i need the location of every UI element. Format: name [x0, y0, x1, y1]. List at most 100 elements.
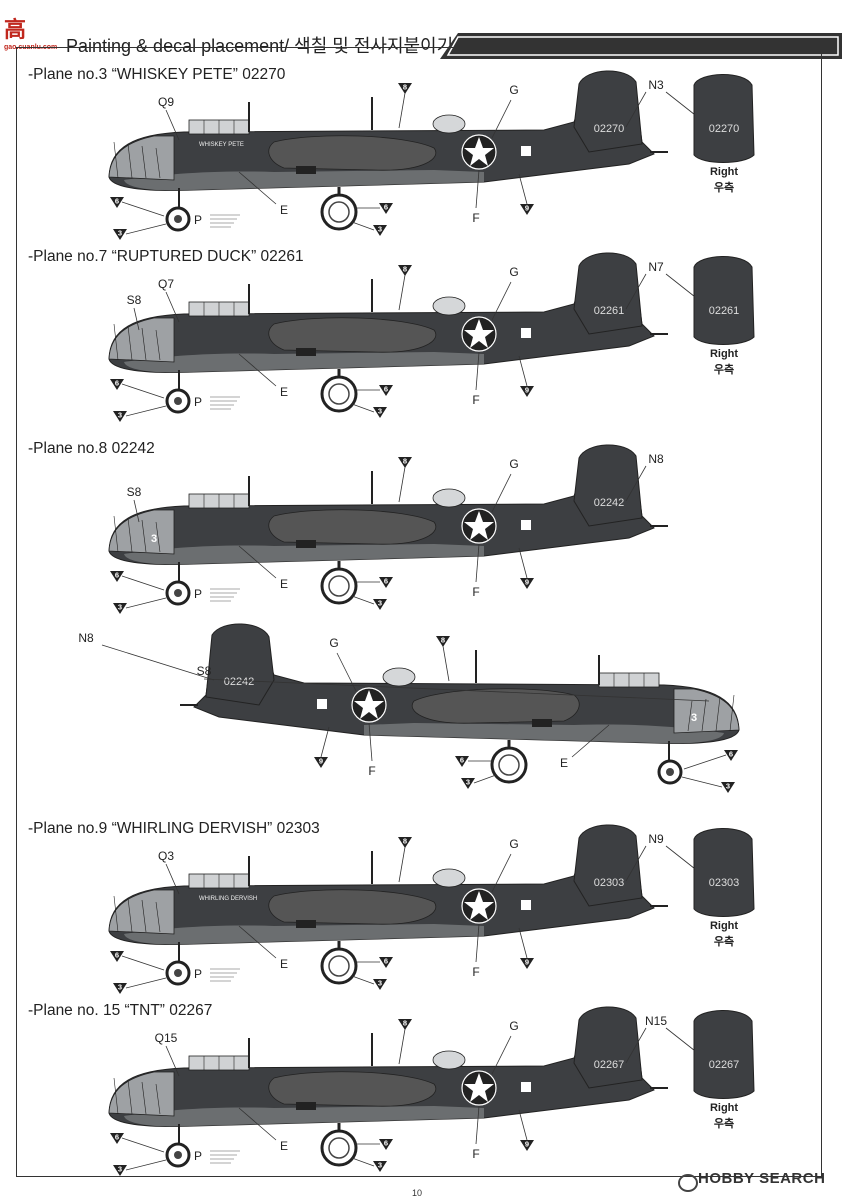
svg-text:8: 8 — [441, 636, 445, 645]
paint-3-marker-main: 3 — [373, 599, 387, 610]
paint-6-marker-nose: 6 — [110, 197, 124, 208]
callout-e: E — [280, 385, 288, 399]
svg-text:3: 3 — [118, 1165, 122, 1174]
svg-text:6: 6 — [384, 203, 388, 212]
paint-3-marker-main: 3 — [461, 778, 475, 789]
paint-6-marker-nose: 6 — [110, 1133, 124, 1144]
engine-nacelle — [268, 509, 437, 545]
decal-tail: N8 — [78, 631, 94, 645]
main-wheel — [320, 193, 358, 231]
right-en: Right — [709, 920, 739, 932]
decal-tail: N9 — [648, 832, 664, 846]
section-title: -Plane no.3 “WHISKEY PETE” 02270 — [28, 66, 286, 83]
tail-serial: 02261 — [594, 305, 625, 317]
paint-8-marker: 8 — [398, 83, 412, 94]
svg-text:8: 8 — [403, 265, 407, 274]
tail-right-view: 02303 — [693, 828, 755, 917]
right-view-label: Right 우측 — [704, 1100, 744, 1132]
svg-text:6: 6 — [384, 1139, 388, 1148]
paint-3-marker-nose: 3 — [113, 1165, 127, 1176]
nose-art-text: WHISKEY PETE — [199, 142, 244, 148]
paint-3-marker-nose: 3 — [113, 983, 127, 994]
svg-text:6: 6 — [729, 750, 733, 759]
paint-3-marker-nose: 3 — [113, 603, 127, 614]
paint-3-marker-main: 3 — [373, 407, 387, 418]
tail-serial: 02242 — [594, 497, 625, 509]
callout-p: P — [194, 213, 202, 227]
svg-text:6: 6 — [115, 197, 119, 206]
svg-text:3: 3 — [118, 983, 122, 992]
paint-8-marker: 8 — [398, 457, 412, 468]
paint-9-marker: 9 — [520, 958, 534, 969]
callout-g: G — [509, 457, 518, 471]
nose-number: 3 — [691, 712, 697, 724]
callout-g: G — [509, 265, 518, 279]
tail-right-view: 02261 — [693, 256, 755, 345]
engine-nacelle — [268, 317, 437, 353]
paint-6-marker-main: 6 — [379, 957, 393, 968]
content-frame — [16, 47, 822, 1177]
site-logo: 高 — [4, 17, 27, 42]
paint-6-marker-nose: 6 — [110, 379, 124, 390]
right-view-label: Right 우측 — [704, 164, 744, 196]
section-title: -Plane no. 15 “TNT” 02267 — [28, 1002, 213, 1019]
svg-text:3: 3 — [378, 979, 382, 988]
paint-8-marker: 8 — [398, 1019, 412, 1030]
right-ko: 우측 — [713, 182, 735, 194]
callout-p: P — [194, 1149, 202, 1163]
svg-text:6: 6 — [115, 379, 119, 388]
main-wheel — [320, 567, 358, 605]
engine-nacelle — [268, 1071, 437, 1107]
callout-p: P — [194, 967, 202, 981]
svg-text:3: 3 — [118, 229, 122, 238]
paint-8-marker: 8 — [436, 636, 450, 647]
svg-text:6: 6 — [384, 577, 388, 586]
section-title: -Plane no.8 02242 — [28, 440, 155, 457]
svg-text:8: 8 — [403, 83, 407, 92]
paint-9-marker: 9 — [520, 386, 534, 397]
right-en: Right — [709, 348, 739, 360]
callout-e: E — [280, 577, 288, 591]
paint-3-marker-nose: 3 — [721, 782, 735, 793]
tail-right-view: 02267 — [693, 1010, 755, 1099]
decal-extra: S8 — [127, 485, 142, 499]
svg-text:3: 3 — [466, 778, 470, 787]
svg-text:8: 8 — [403, 837, 407, 846]
svg-text:9: 9 — [319, 757, 323, 766]
tail-serial: 02242 — [224, 676, 255, 688]
paint-6-marker-nose: 6 — [110, 571, 124, 582]
paint-3-marker-nose: 3 — [113, 229, 127, 240]
callout-f: F — [472, 585, 479, 599]
decal-nose: Q15 — [155, 1031, 178, 1045]
right-view-label: Right 우측 — [704, 918, 744, 950]
nose-art-text: WHIRLING DERVISH — [199, 896, 257, 902]
decal-nose: Q3 — [158, 849, 174, 863]
paint-9-marker: 9 — [520, 204, 534, 215]
svg-text:9: 9 — [525, 1140, 529, 1149]
watermark-logo-icon — [678, 1174, 698, 1192]
svg-text:3: 3 — [378, 407, 382, 416]
callout-f: F — [368, 764, 375, 778]
decal-tail: N15 — [645, 1014, 667, 1028]
right-ko: 우측 — [713, 1118, 735, 1130]
right-ko: 우측 — [713, 936, 735, 948]
paint-3-marker-main: 3 — [373, 225, 387, 236]
decal-tail: N3 — [648, 78, 664, 92]
section-title: -Plane no.7 “RUPTURED DUCK” 02261 — [28, 248, 304, 265]
decal-extra: S8 — [197, 664, 212, 678]
paint-3-marker-nose: 3 — [113, 411, 127, 422]
right-en: Right — [709, 166, 739, 178]
paint-3-marker-main: 3 — [373, 1161, 387, 1172]
svg-text:3: 3 — [378, 599, 382, 608]
right-en: Right — [709, 1102, 739, 1114]
tail-right-serial: 02303 — [709, 877, 740, 889]
svg-text:6: 6 — [115, 1133, 119, 1142]
paint-6-marker-main: 6 — [379, 203, 393, 214]
callout-e: E — [560, 756, 568, 770]
svg-text:3: 3 — [118, 603, 122, 612]
svg-text:8: 8 — [403, 1019, 407, 1028]
